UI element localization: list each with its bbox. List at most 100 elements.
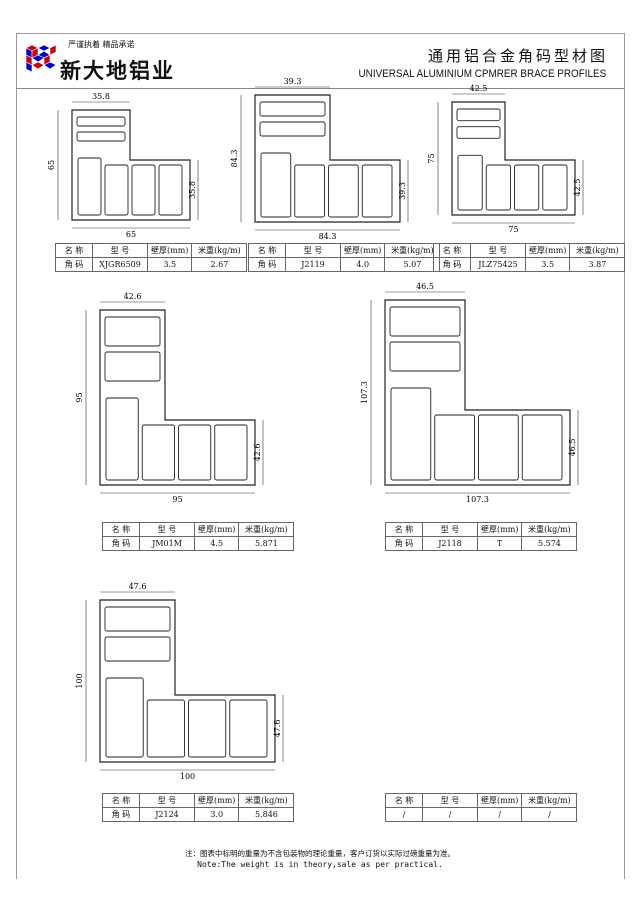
profile-cell — [514, 164, 540, 211]
header-name: 名 称 — [102, 522, 140, 537]
dimension-right: 46.5 — [568, 439, 577, 457]
cell-model: J2124 — [139, 807, 195, 822]
profile-cell — [77, 157, 102, 216]
header-weight: 米重(kg/m) — [521, 793, 578, 808]
dimension-bottom: 75 — [508, 225, 518, 234]
profile-cell — [389, 341, 461, 372]
dimension-right: 39.3 — [398, 182, 407, 200]
profile-cell — [361, 164, 393, 218]
header-name: 名 称 — [55, 243, 93, 258]
profile-cell — [104, 316, 161, 347]
profile-cell — [105, 677, 144, 758]
cell-name: 角 码 — [102, 536, 140, 551]
spec-table: 名 称型 号壁厚(mm)米重(kg/m)//// — [385, 793, 578, 822]
profile-cell — [259, 101, 326, 117]
cell-weight: 2.67 — [191, 257, 248, 272]
header-model: 型 号 — [422, 522, 478, 537]
profile-cell — [146, 699, 185, 758]
dimension-right: 35.8 — [188, 181, 197, 199]
profile-outline — [384, 299, 571, 486]
company-name: 新大地铝业 — [60, 58, 175, 83]
header-thickness: 壁厚(mm) — [476, 522, 523, 537]
profile-drawing-3: 42.5 75 42.5 75 — [427, 84, 584, 234]
profile-cell — [294, 164, 325, 218]
cell-weight: / — [521, 807, 578, 822]
dimension-left: 75 — [427, 153, 436, 163]
profile-outline — [451, 101, 576, 216]
profile-cell — [141, 424, 175, 481]
cell-name: 角 码 — [55, 257, 93, 272]
dimension-bottom: 84.3 — [319, 232, 337, 241]
cell-thickness: 3.5 — [146, 257, 193, 272]
cell-thickness: 4.0 — [339, 257, 386, 272]
cell-model: J2119 — [285, 257, 341, 272]
cell-name: 角 码 — [433, 257, 471, 272]
header-weight: 米重(kg/m) — [521, 522, 578, 537]
profile-outline — [254, 94, 401, 223]
header-thickness: 壁厚(mm) — [524, 243, 571, 258]
cell-name: / — [385, 807, 423, 822]
header-thickness: 壁厚(mm) — [476, 793, 523, 808]
profile-cell — [456, 126, 501, 139]
header-name: 名 称 — [102, 793, 140, 808]
header-model: 型 号 — [139, 522, 195, 537]
cell-weight: 5.871 — [238, 536, 295, 551]
header-thickness: 壁厚(mm) — [193, 522, 240, 537]
dimension-top: 42.5 — [470, 84, 488, 93]
header-model: 型 号 — [92, 243, 148, 258]
dimension-left: 100 — [75, 673, 84, 688]
header-model: 型 号 — [470, 243, 526, 258]
profile-cell — [478, 414, 519, 481]
profile-cell — [389, 306, 461, 337]
cell-weight: 5.07 — [384, 257, 441, 272]
profile-cell — [158, 164, 183, 216]
cell-thickness: T — [476, 536, 523, 551]
header-name: 名 称 — [248, 243, 286, 258]
profile-cell — [542, 164, 568, 211]
cell-thickness: / — [476, 807, 523, 822]
header-weight: 米重(kg/m) — [191, 243, 248, 258]
profile-cell — [178, 424, 212, 481]
header-model: 型 号 — [285, 243, 341, 258]
header-weight: 米重(kg/m) — [238, 793, 295, 808]
cell-model: J2118 — [422, 536, 478, 551]
profile-cell — [104, 606, 171, 632]
dimension-left: 84.3 — [230, 150, 239, 168]
profile-cell — [104, 351, 161, 382]
profile-cell — [456, 108, 501, 122]
cell-thickness: 3.0 — [193, 807, 240, 822]
cell-weight: 3.87 — [569, 257, 626, 272]
header-weight: 米重(kg/m) — [238, 522, 295, 537]
dimension-right: 47.6 — [273, 720, 282, 738]
cell-name: 角 码 — [248, 257, 286, 272]
header-weight: 米重(kg/m) — [384, 243, 441, 258]
profile-cell — [259, 121, 326, 137]
header-weight: 米重(kg/m) — [569, 243, 626, 258]
profile-cell — [434, 414, 475, 481]
cell-name: 角 码 — [102, 807, 140, 822]
cell-model: JLZ75425 — [470, 257, 526, 272]
header-name: 名 称 — [385, 522, 423, 537]
cell-model: XJGR6509 — [92, 257, 148, 272]
header-name: 名 称 — [385, 793, 423, 808]
profile-cell — [76, 116, 126, 127]
profile-cell — [485, 164, 511, 211]
cell-model: JM01M — [139, 536, 195, 551]
dimension-right: 42.5 — [573, 179, 582, 197]
dimension-left: 95 — [75, 392, 84, 402]
cell-thickness: 3.5 — [524, 257, 571, 272]
cell-name: 角 码 — [385, 536, 423, 551]
dimension-bottom: 107.3 — [466, 495, 489, 504]
profile-cell — [521, 414, 563, 481]
dimension-top: 46.5 — [416, 282, 434, 291]
note-cn: 注：图表中标明的重量为不含包装物的理论重量，客户订货以实际过磅重量为准。 — [185, 849, 455, 858]
header-name: 名 称 — [433, 243, 471, 258]
cell-thickness: 4.5 — [193, 536, 240, 551]
profile-cell — [104, 636, 171, 662]
dimension-bottom: 100 — [180, 772, 195, 781]
dimension-left: 107.3 — [360, 381, 369, 404]
